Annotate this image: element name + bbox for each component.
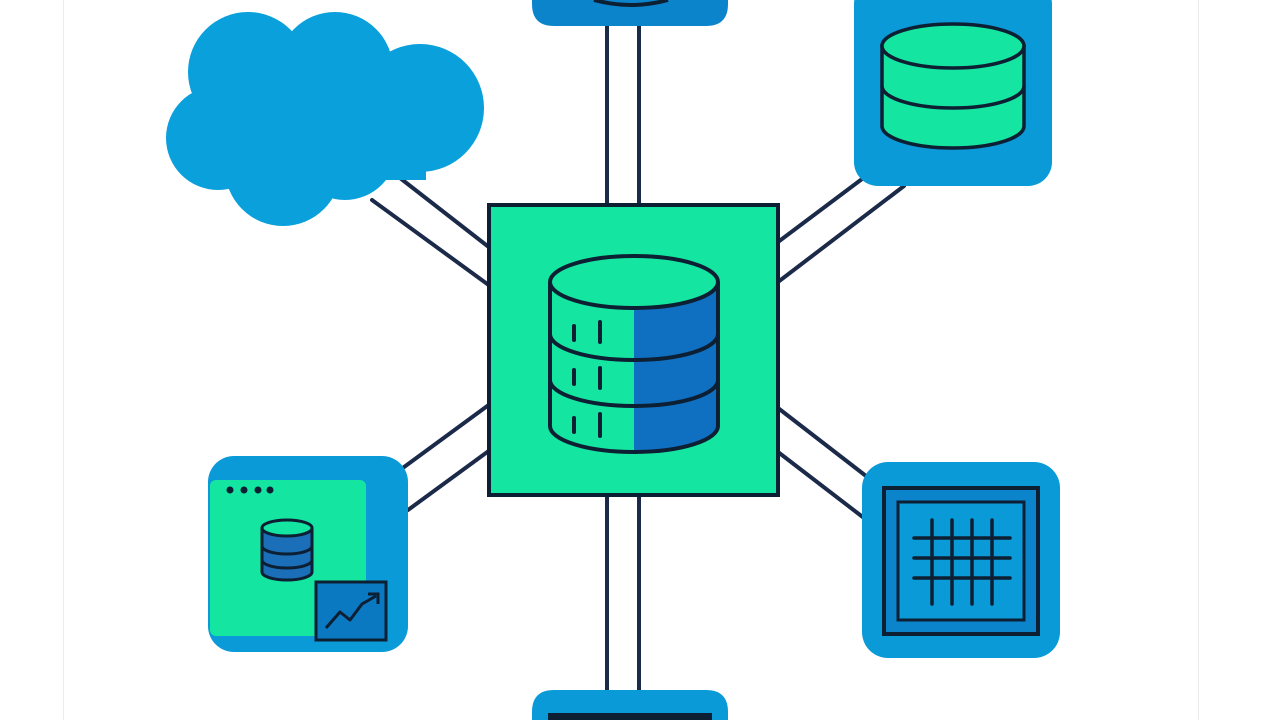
connector-top xyxy=(605,18,641,207)
central-database[interactable] xyxy=(487,203,780,497)
node-icon xyxy=(593,0,669,7)
analytics-dashboard[interactable] xyxy=(208,456,408,652)
grid-table-icon xyxy=(882,486,1040,636)
left-page-border xyxy=(63,0,64,720)
connector-bottom xyxy=(605,493,641,702)
node-icon xyxy=(548,713,712,720)
window-dots xyxy=(226,486,274,494)
connector-data-grid xyxy=(776,406,868,520)
connector-storage-database xyxy=(776,174,906,284)
connector-cloud xyxy=(370,176,492,288)
data-grid[interactable] xyxy=(862,462,1060,658)
cloud-icon[interactable] xyxy=(166,12,484,226)
top-node[interactable] xyxy=(532,0,728,26)
right-page-border xyxy=(1198,0,1199,720)
database-server-icon xyxy=(548,254,720,454)
small-database-icon xyxy=(260,518,314,582)
bottom-node[interactable] xyxy=(532,690,728,720)
database-icon xyxy=(880,22,1026,150)
storage-database[interactable] xyxy=(854,0,1052,186)
connector-analytics-dashboard xyxy=(398,402,492,512)
slot-marks xyxy=(572,320,602,438)
connectors xyxy=(370,18,906,702)
trend-chart-icon xyxy=(314,580,388,642)
